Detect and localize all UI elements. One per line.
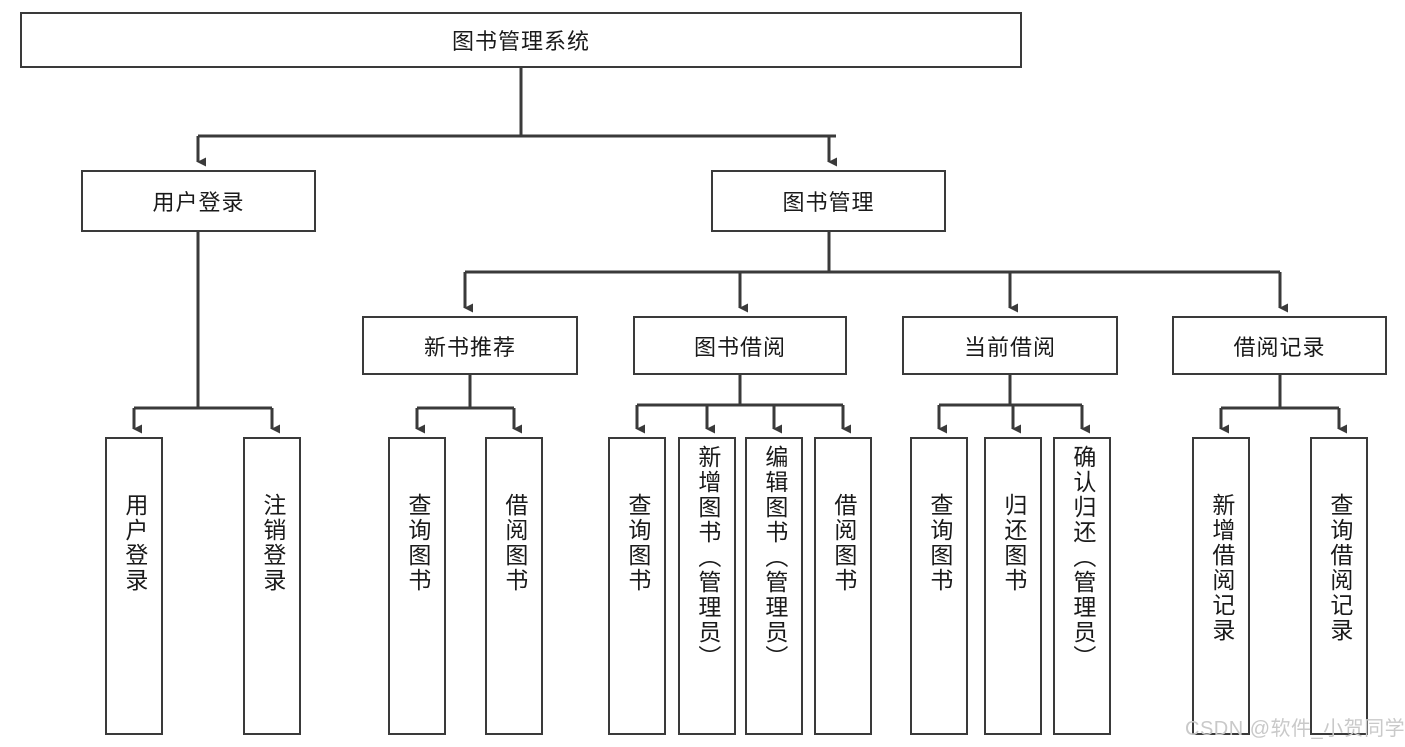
leaf-confirm-return-admin[interactable]: 确认归还（管理员） xyxy=(1053,437,1111,735)
leaf-query-book-borrow-label: 查询图书 xyxy=(624,493,651,593)
leaf-logout[interactable]: 注销登录 xyxy=(243,437,301,735)
node-book-borrow[interactable]: 图书借阅 xyxy=(633,316,847,375)
leaf-query-borrow-record-label: 查询借阅记录 xyxy=(1326,493,1353,643)
node-root-label: 图书管理系统 xyxy=(451,29,590,54)
leaf-query-book-borrow[interactable]: 查询图书 xyxy=(608,437,666,735)
leaf-add-book-admin-label: 新增图书（管理员） xyxy=(694,445,721,670)
leaf-borrow-book-label: 借阅图书 xyxy=(830,493,857,593)
node-user-login-label: 用户登录 xyxy=(152,190,245,215)
leaf-query-book-current[interactable]: 查询图书 xyxy=(910,437,968,735)
leaf-edit-book-admin[interactable]: 编辑图书（管理员） xyxy=(745,437,803,735)
leaf-borrow-book-recommend[interactable]: 借阅图书 xyxy=(485,437,543,735)
leaf-confirm-return-admin-label: 确认归还（管理员） xyxy=(1069,445,1096,670)
leaf-add-book-admin[interactable]: 新增图书（管理员） xyxy=(678,437,736,735)
leaf-query-book-current-label: 查询图书 xyxy=(926,493,953,593)
node-book-borrow-label: 图书借阅 xyxy=(693,334,786,360)
node-root[interactable]: 图书管理系统 xyxy=(20,12,1022,68)
watermark: CSDN @软件_小贺同学 xyxy=(1185,718,1405,740)
node-borrow-record[interactable]: 借阅记录 xyxy=(1172,316,1387,375)
node-borrow-record-label: 借阅记录 xyxy=(1233,334,1326,360)
leaf-query-borrow-record[interactable]: 查询借阅记录 xyxy=(1310,437,1368,735)
node-book-management-label: 图书管理 xyxy=(782,190,875,215)
leaf-return-book-label: 归还图书 xyxy=(1000,493,1027,593)
node-current-borrow[interactable]: 当前借阅 xyxy=(902,316,1118,375)
leaf-edit-book-admin-label: 编辑图书（管理员） xyxy=(761,445,788,670)
node-new-book-recommend[interactable]: 新书推荐 xyxy=(362,316,578,375)
node-user-login[interactable]: 用户登录 xyxy=(81,170,316,232)
node-new-book-recommend-label: 新书推荐 xyxy=(423,334,516,360)
leaf-query-book-recommend-label: 查询图书 xyxy=(404,493,431,593)
node-current-borrow-label: 当前借阅 xyxy=(963,334,1056,360)
leaf-borrow-book-recommend-label: 借阅图书 xyxy=(501,493,528,593)
leaf-query-book-recommend[interactable]: 查询图书 xyxy=(388,437,446,735)
leaf-borrow-book[interactable]: 借阅图书 xyxy=(814,437,872,735)
leaf-logout-label: 注销登录 xyxy=(259,493,286,593)
leaf-user-login[interactable]: 用户登录 xyxy=(105,437,163,735)
node-book-management[interactable]: 图书管理 xyxy=(711,170,946,232)
leaf-add-borrow-record-label: 新增借阅记录 xyxy=(1208,493,1235,643)
leaf-user-login-label: 用户登录 xyxy=(121,493,148,593)
leaf-return-book[interactable]: 归还图书 xyxy=(984,437,1042,735)
leaf-add-borrow-record[interactable]: 新增借阅记录 xyxy=(1192,437,1250,735)
